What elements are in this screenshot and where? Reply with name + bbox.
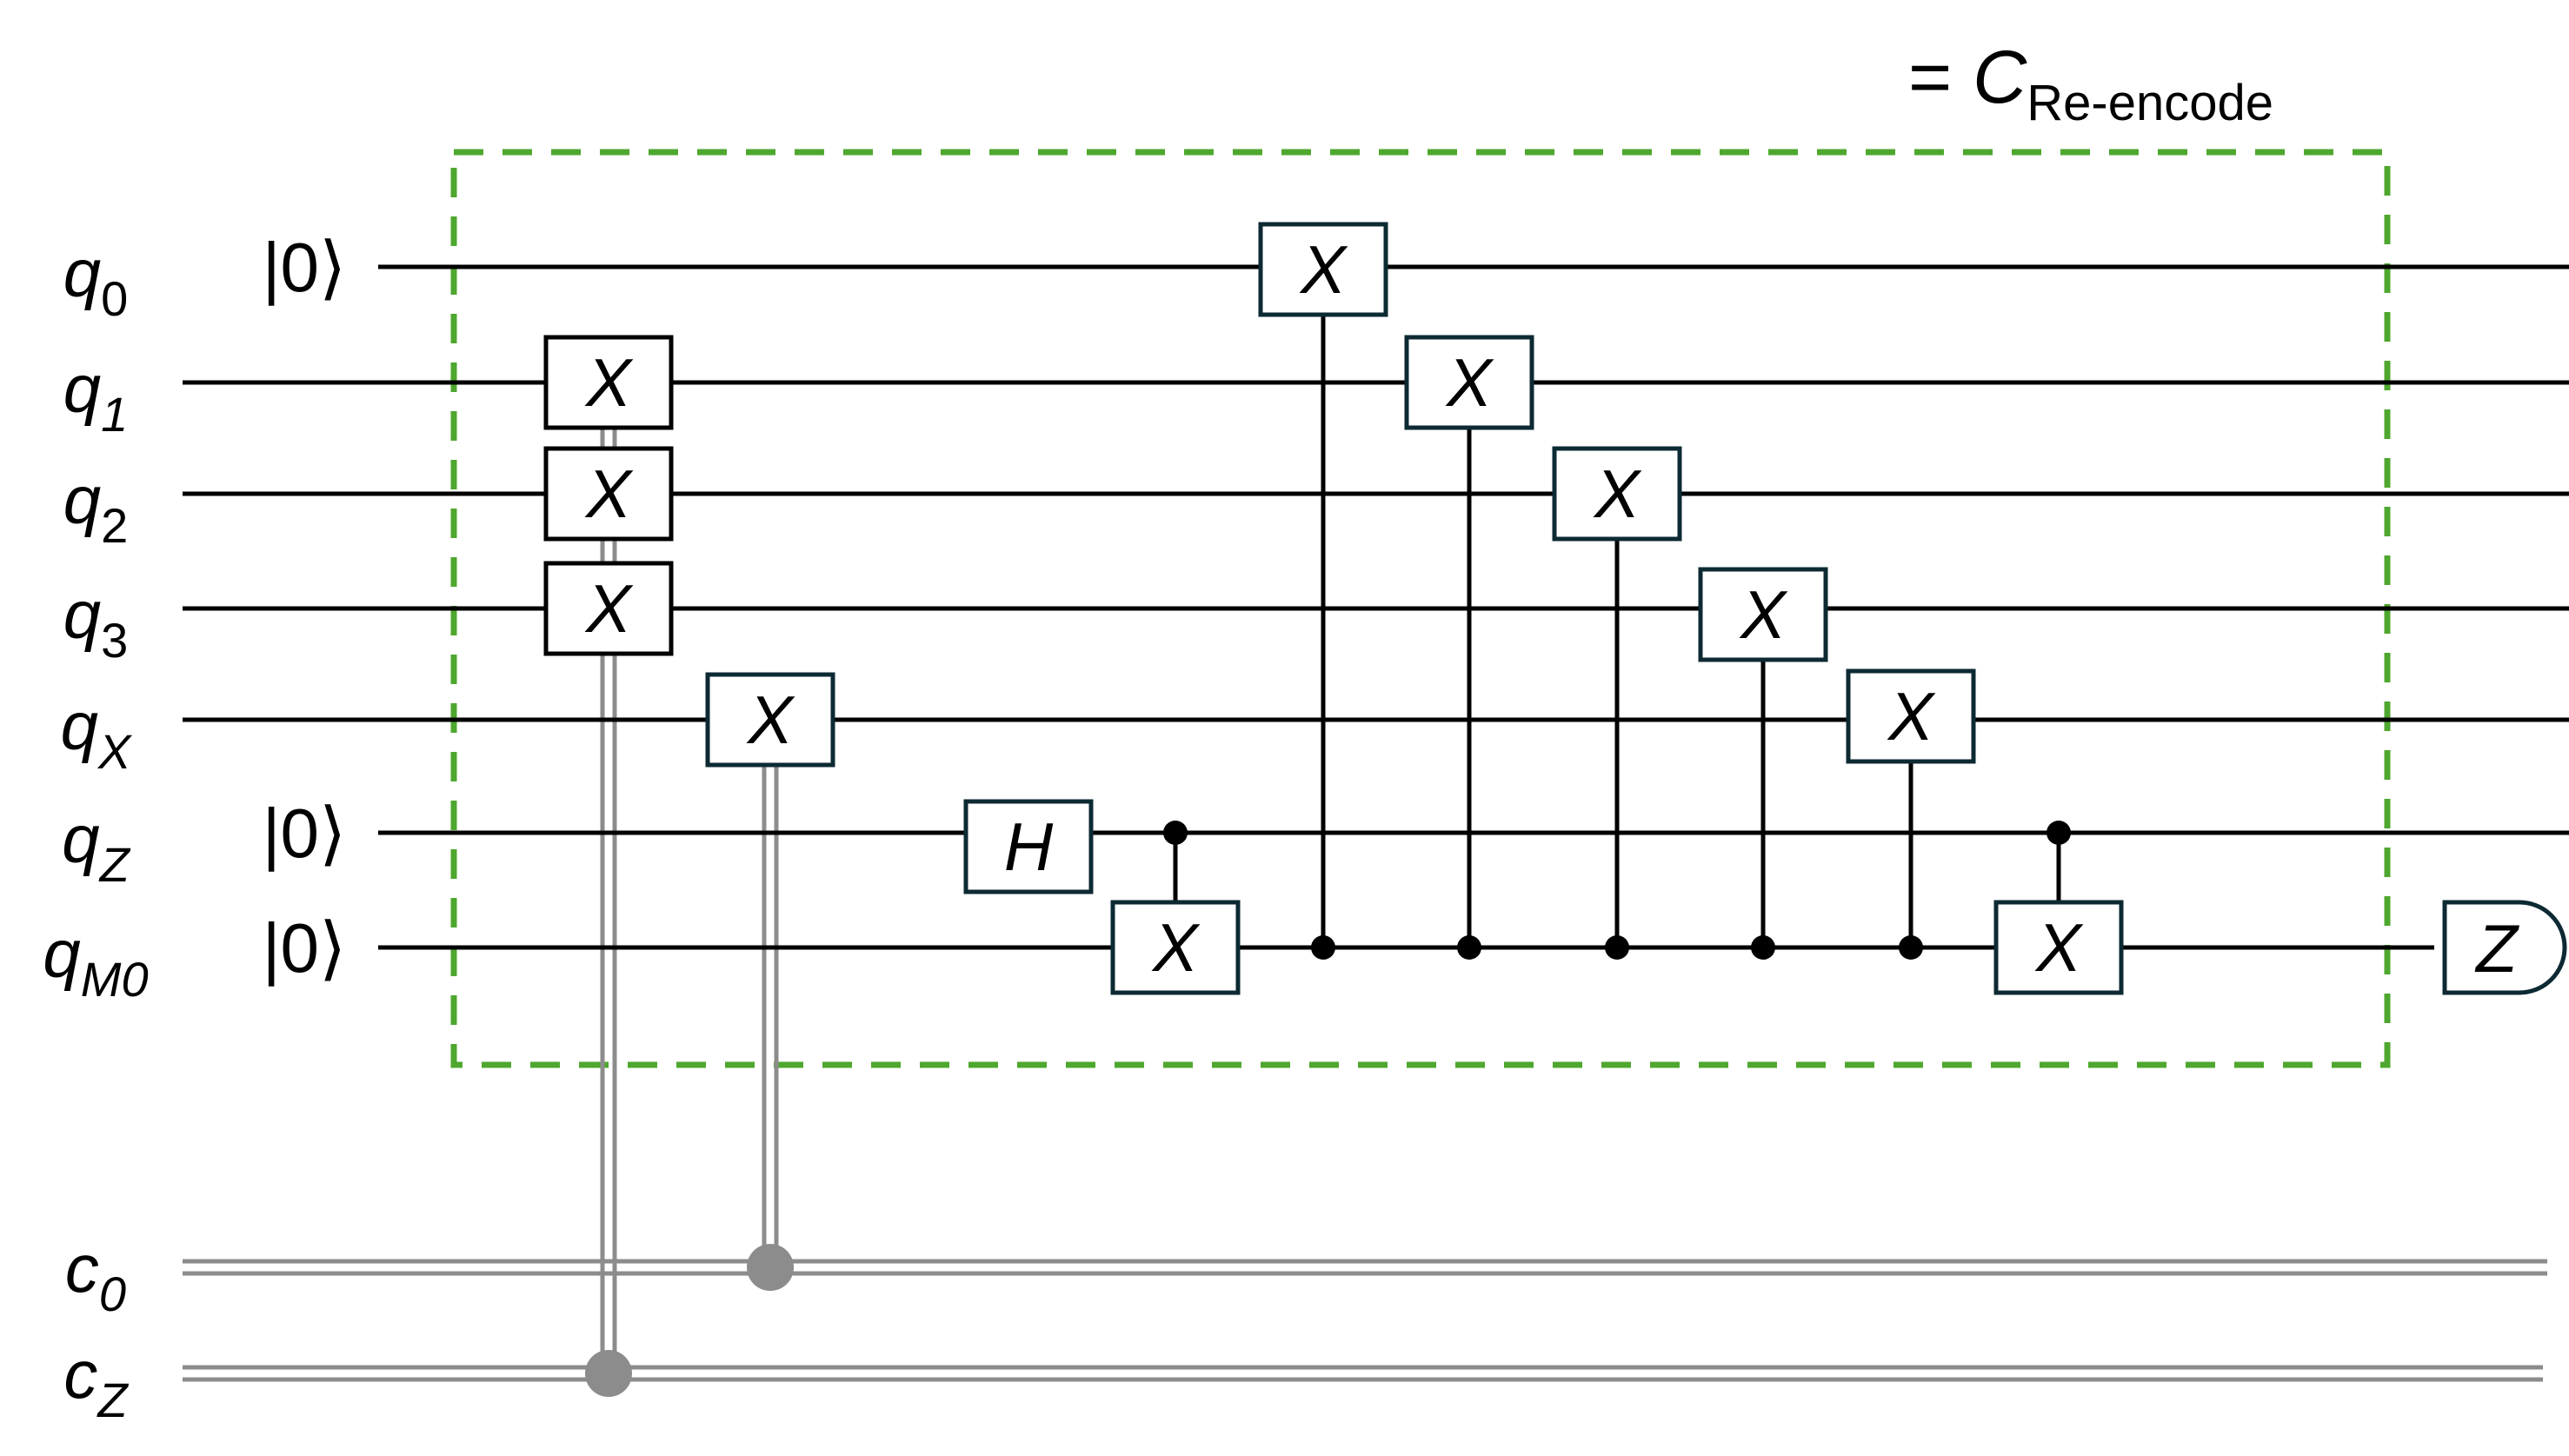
wire-label-subscript: 0 (101, 271, 128, 326)
control-dot (1311, 935, 1335, 960)
control-dot (1457, 935, 1481, 960)
gate-label: X (584, 344, 634, 421)
quantum-wire-label-qM0: qM0 (43, 915, 148, 1007)
control-dot (1751, 935, 1775, 960)
wire-label-base: q (62, 801, 99, 877)
control-dot (1605, 935, 1629, 960)
control-dot (1899, 935, 1923, 960)
wire-label-base: q (63, 350, 101, 427)
gate-x-q0: X (1258, 222, 1388, 317)
wire-label-base: c (63, 1336, 97, 1413)
quantum-wire-label-qX: qX (61, 688, 133, 779)
quantum-wire-label-q1: q1 (63, 350, 129, 442)
gate-label: X (1151, 909, 1201, 986)
gate-box (1552, 446, 1682, 542)
classical-wire-label-cZ: cZ (63, 1336, 129, 1427)
gate-h-qZ: H (963, 799, 1094, 894)
classical-control-dot (747, 1244, 794, 1291)
wire-label-base: c (65, 1230, 99, 1306)
control-dot (2047, 821, 2071, 845)
gate-label: X (1739, 576, 1788, 653)
initial-state-ket: |0⟩ (263, 909, 346, 987)
gate-box (1404, 335, 1534, 430)
wire-label-subscript: X (97, 724, 133, 779)
gate-x-q1: X (543, 335, 674, 430)
classical-control-dot (585, 1350, 632, 1397)
gate-label: X (746, 681, 795, 758)
gate-x-qX: X (705, 672, 835, 768)
gate-label: X (2034, 909, 2084, 986)
initial-state-ket: |0⟩ (263, 794, 346, 872)
gate-x-q3: X (543, 561, 674, 656)
classical-control-0 (585, 654, 632, 1397)
wire-label-subscript: M0 (81, 952, 149, 1007)
gate-label: X (1887, 678, 1936, 755)
gate-x-q2: X (1552, 446, 1682, 542)
gate-box (1110, 900, 1241, 995)
gate-box (705, 672, 835, 768)
classical-wire-label-c0: c0 (65, 1230, 126, 1321)
wire-label-subscript: 3 (101, 613, 128, 668)
quantum-wire-label-q0: q0 (63, 235, 129, 326)
gate-label: X (1299, 231, 1348, 308)
gate-x-q3: X (1698, 567, 1828, 662)
annotation-subscript: Re-encode (2027, 75, 2273, 131)
gate-box (1258, 222, 1388, 317)
gate-box (543, 335, 674, 430)
quantum-wire-label-q3: q3 (63, 576, 129, 668)
wire-label-base: q (43, 915, 80, 992)
annotation-prefix: = (1908, 36, 1973, 119)
wire-label-subscript: 1 (101, 387, 128, 442)
gate-label: X (584, 455, 634, 532)
wire-label-subscript: 0 (99, 1267, 126, 1321)
wire-label-subscript: 2 (101, 498, 128, 553)
quantum-wire-label-qZ: qZ (62, 801, 130, 892)
wire-label-base: q (63, 462, 101, 538)
gate-box (543, 446, 674, 542)
gate-box (1846, 668, 1976, 764)
measurement-label: Z (2474, 910, 2519, 987)
classical-wire-cZ (183, 1365, 2543, 1382)
gate-x-qM0: X (1993, 900, 2124, 995)
wire-label-base: q (61, 688, 98, 764)
initial-state-ket: |0⟩ (263, 229, 346, 306)
classical-wire-c0 (183, 1259, 2547, 1276)
annotation-label: = CRe-encode (1908, 36, 2273, 131)
gate-label: H (1004, 808, 1054, 885)
gate-label: X (1445, 344, 1494, 421)
wire-label-subscript: Z (98, 837, 131, 892)
wire-label-base: q (63, 235, 101, 311)
gate-x-qX: X (1846, 668, 1976, 764)
quantum-wire-label-q2: q2 (63, 462, 129, 553)
wire-label-subscript: Z (96, 1373, 129, 1427)
classical-control-1 (747, 765, 794, 1291)
gate-x-q2: X (543, 446, 674, 542)
gate-x-qM0: X (1110, 900, 1241, 995)
gate-box (963, 799, 1094, 894)
control-dot (1163, 821, 1188, 845)
measurement-box (2442, 900, 2567, 995)
annotation-symbol: C (1973, 36, 2027, 119)
gate-x-q1: X (1404, 335, 1534, 430)
gate-box (1993, 900, 2124, 995)
gate-label: X (584, 570, 634, 647)
gate-box (1698, 567, 1828, 662)
measurement-z: Z (2442, 900, 2567, 995)
gate-label: X (1593, 455, 1642, 532)
wire-label-base: q (63, 576, 101, 653)
gate-box (543, 561, 674, 656)
